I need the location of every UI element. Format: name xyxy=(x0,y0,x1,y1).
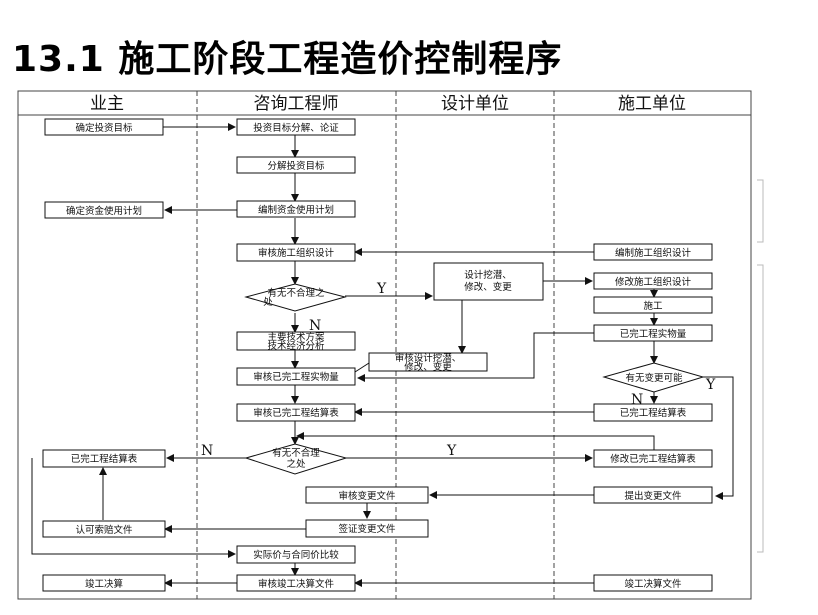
lane-title-consultant: 咨询工程师 xyxy=(254,94,339,114)
text-c-sign: 签证变更文件 xyxy=(338,523,396,535)
text-c-final: 审核竣工决算文件 xyxy=(258,578,335,590)
text-owner-settle: 已完工程结算表 xyxy=(71,453,138,465)
box-c-analyze xyxy=(236,118,356,136)
text-c-compare: 实际价与合同价比较 xyxy=(253,549,339,561)
box-owner-settle xyxy=(42,449,166,468)
text-k-final: 竣工决算文件 xyxy=(624,578,682,590)
diamond-k-change-possible xyxy=(602,362,705,393)
text-c-scheme-line1: 主要技术方案 xyxy=(267,331,325,343)
text-owner-target: 确定投资目标 xyxy=(75,122,133,134)
text-c-analyze: 投资目标分解、论证 xyxy=(253,122,339,134)
label-y-change-possible: Y xyxy=(705,377,716,393)
text-c-review-settle: 审核已完工程结算表 xyxy=(253,407,339,419)
text-c-diamond1-line1: 有无不合理之 xyxy=(267,287,325,299)
box-k-settle xyxy=(593,403,713,422)
box-k-org xyxy=(593,243,713,261)
text-c-review-qty: 审核已完工程实物量 xyxy=(253,371,339,383)
box-c-review-qty xyxy=(236,367,356,386)
text-c-diamond2-line1: 有无不合理 xyxy=(272,447,320,459)
box-c-split xyxy=(236,156,356,174)
text-c-diamond2-line2: 之处 xyxy=(286,458,306,470)
lane-title-owner: 业主 xyxy=(90,94,124,114)
text-k-build: 施工 xyxy=(643,300,663,312)
box-k-modify-settle xyxy=(593,449,713,468)
box-c-final xyxy=(236,574,356,592)
box-c-review-settle xyxy=(236,403,356,422)
text-k-modify: 修改施工组织设计 xyxy=(615,276,692,288)
text-k-org: 编制施工组织设计 xyxy=(615,247,692,259)
side-bracket-top xyxy=(757,179,764,243)
box-c-plan xyxy=(236,200,356,218)
label-n-diamond1: N xyxy=(309,318,321,334)
text-c-review-org: 审核施工组织设计 xyxy=(258,247,335,259)
box-k-modify xyxy=(593,272,713,290)
box-owner-target xyxy=(44,118,164,136)
text-k-diamond: 有无变更可能 xyxy=(625,372,683,384)
text-c-split: 分解投资目标 xyxy=(267,160,325,172)
box-owner-final xyxy=(42,574,166,592)
text-k-change: 提出变更文件 xyxy=(624,490,682,502)
box-k-build xyxy=(593,296,713,314)
lane-title-designer: 设计单位 xyxy=(441,94,509,114)
box-c-review-design xyxy=(368,352,488,372)
label-y-diamond1: Y xyxy=(376,281,387,297)
page-title: 13.1 施工阶段工程造价控制程序 xyxy=(12,39,563,80)
text-k-done-qty: 已完工程实物量 xyxy=(620,328,687,340)
text-d-change-line2: 修改、变更 xyxy=(464,281,512,293)
box-k-change xyxy=(593,486,713,504)
text-c-review-change: 审核变更文件 xyxy=(338,490,396,502)
text-c-scheme-line2: 技术经济分析 xyxy=(267,340,325,352)
diamond-c-unreasonable-2 xyxy=(244,443,348,475)
box-owner-fund-plan xyxy=(44,201,164,219)
lane-title-contractor: 施工单位 xyxy=(618,94,686,114)
text-d-change-line1: 设计挖潜、 xyxy=(464,269,512,281)
label-y-diamond2: Y xyxy=(446,443,457,459)
diagram-frame xyxy=(17,90,752,600)
text-k-modify-settle: 修改已完工程结算表 xyxy=(610,453,696,465)
side-bracket-bottom xyxy=(757,264,764,553)
box-k-final xyxy=(593,574,713,592)
box-c-sign xyxy=(305,519,429,538)
text-c-review-design-line2: 修改、变更 xyxy=(404,361,452,373)
label-n-diamond2: N xyxy=(201,443,213,459)
box-owner-claim xyxy=(42,520,166,538)
text-c-diamond1-line2: 处 xyxy=(263,296,273,308)
text-owner-fund-plan: 确定资金使用计划 xyxy=(66,205,142,217)
box-c-review-org xyxy=(236,243,356,262)
text-owner-final: 竣工决算 xyxy=(85,578,123,590)
text-c-plan: 编制资金使用计划 xyxy=(258,204,334,216)
text-owner-claim: 认可索赔文件 xyxy=(75,524,133,536)
box-c-review-change xyxy=(305,486,429,504)
diamond-c-unreasonable-1 xyxy=(244,283,347,312)
box-d-change xyxy=(433,262,544,301)
box-k-done-qty xyxy=(593,324,713,342)
text-k-settle: 已完工程结算表 xyxy=(620,407,687,419)
box-c-scheme xyxy=(236,331,356,351)
text-c-review-design-line1: 审核设计挖潜、 xyxy=(395,352,462,364)
box-c-compare xyxy=(236,545,356,564)
label-n-change-possible: N xyxy=(631,392,643,408)
